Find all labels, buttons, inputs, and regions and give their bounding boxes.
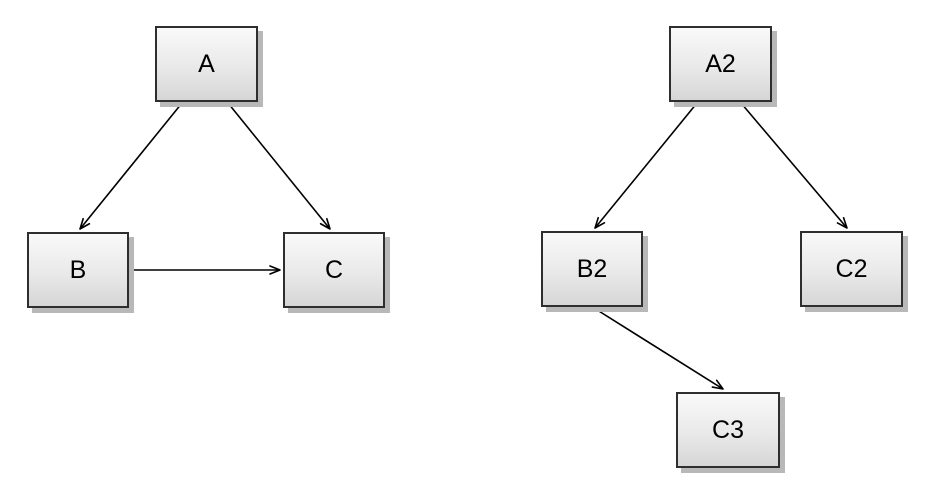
- node-C2[interactable]: C2: [800, 231, 903, 307]
- node-C[interactable]: C: [283, 232, 385, 308]
- edge-A2-to-C2[interactable]: [740, 102, 848, 229]
- node-label-A2: A2: [705, 49, 736, 78]
- edge-A2-to-B2[interactable]: [594, 102, 698, 229]
- edge-A-to-B[interactable]: [79, 102, 183, 230]
- node-label-B: B: [69, 255, 87, 284]
- node-A2[interactable]: A2: [669, 26, 772, 102]
- node-A[interactable]: A: [155, 26, 258, 102]
- edge-B2-to-C3[interactable]: [593, 307, 724, 390]
- node-B2[interactable]: B2: [541, 231, 643, 307]
- node-B[interactable]: B: [27, 232, 129, 308]
- node-label-A: A: [198, 49, 215, 78]
- edge-A-to-C[interactable]: [227, 102, 331, 230]
- node-label-C: C: [324, 255, 344, 284]
- node-label-C3: C3: [712, 415, 744, 444]
- node-label-C2: C2: [835, 254, 868, 283]
- node-label-B2: B2: [576, 254, 608, 283]
- node-C3[interactable]: C3: [676, 392, 780, 468]
